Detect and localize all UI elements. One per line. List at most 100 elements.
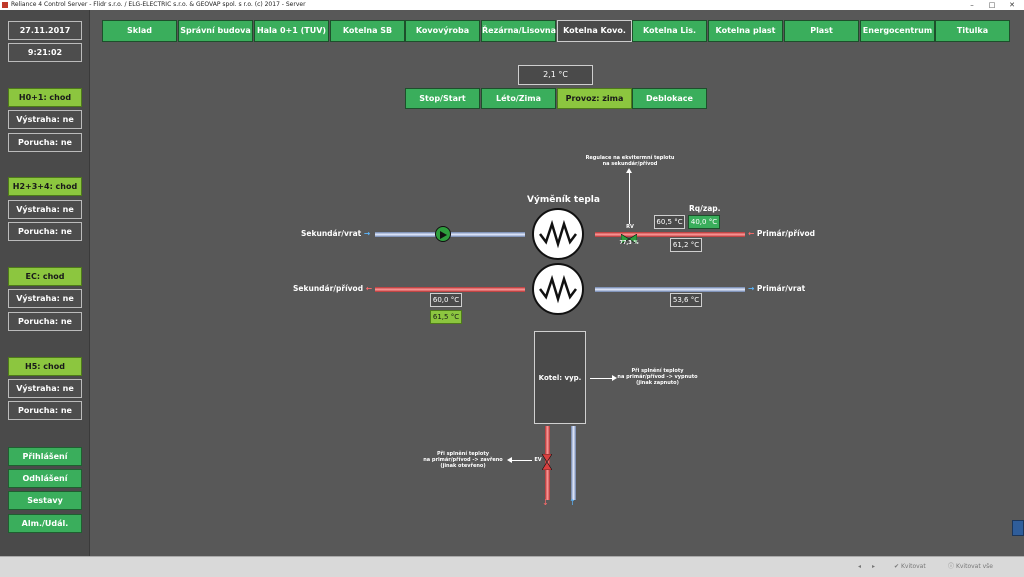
secondary-supply-text: Sekundár/přívod [293,284,364,293]
boiler-arrow-head [612,375,617,381]
tab-energocentrum[interactable]: Energocentrum [860,20,935,42]
secondary-supply-temp: 60,0 °C [430,293,462,307]
login-button[interactable]: Přihlášení [8,447,82,466]
date-display: 27.11.2017 [8,21,82,40]
status-h01[interactable]: H0+1: chod [8,88,82,107]
ev-arrow-head [507,457,512,463]
side-scroll-icon[interactable] [1012,520,1024,536]
tab-kotelna-lis[interactable]: Kotelna Lis. [632,20,707,42]
ev-note-line-3: (jinak otevřeno) [440,463,486,469]
tab-kotelna-sb[interactable]: Kotelna SB [330,20,405,42]
primary-return-label: → Primár/vrat [748,284,805,293]
tab-kotelna-plast[interactable]: Kotelna plast [708,20,783,42]
tab-kotelna-kovo[interactable]: Kotelna Kovo. [557,20,632,42]
warning-h234: Výstraha: ne [8,200,82,219]
stop-start-button[interactable]: Stop/Start [405,88,480,109]
boiler-return-pipe [571,426,576,500]
statusbar: ◂ ▸ ✔ Kvitovat ⓘ Kvitovat vše [0,556,1024,577]
primary-supply-pipe [595,232,745,237]
regulation-note: Regulace na ekvitermní teplotu na sekund… [575,155,685,167]
valve-rv-icon[interactable] [620,229,638,245]
rq-label: Rq/zap. [689,204,721,213]
primary-return-text: Primár/vrat [756,284,806,293]
secondary-return-text: Sekundár/vrat [301,229,362,238]
info-icon: ⓘ [948,563,955,570]
check-icon: ✔ [894,563,900,570]
window-titlebar: Reliance 4 Control Server - Flidr s.r.o.… [0,0,1024,10]
ev-note-line-2: na primár/přívod -> zavřeno [423,457,503,463]
tab-hala-01-tuv[interactable]: Hala 0+1 (TUV) [254,20,329,42]
time-display: 9:21:02 [8,43,82,62]
status-h5[interactable]: H5: chod [8,357,82,376]
summer-winter-button[interactable]: Léto/Zima [481,88,556,109]
primary-supply-temp-2: 61,2 °C [670,238,702,252]
tab-sklad[interactable]: Sklad [102,20,177,42]
ev-note: Při splnění teploty na primár/přívod -> … [418,451,508,469]
arrow-right-icon: → [363,229,371,238]
heat-exchanger-lower-icon [532,263,584,315]
primary-return-pipe [595,287,745,292]
primary-return-temp: 53,6 °C [670,293,702,307]
tab-spravni-budova[interactable]: Správní budova [178,20,253,42]
primary-supply-label: ← Primár/přívod [748,229,815,238]
acknowledge-all-button[interactable]: ⓘ Kvitovat vše [948,560,993,574]
tab-plast[interactable]: Plast [784,20,859,42]
alarms-events-button[interactable]: Alm./Udál. [8,514,82,533]
status-h234[interactable]: H2+3+4: chod [8,177,82,196]
exchanger-title: Výměník tepla [527,195,600,205]
boiler-status: Kotel: vyp. [538,374,582,382]
scroll-left-icon[interactable]: ◂ [858,563,862,570]
regulation-note-line-1: Regulace na ekvitermní teplotu [585,155,675,161]
warning-ec: Výstraha: ne [8,289,82,308]
close-icon[interactable]: ✕ [1009,1,1015,9]
primary-setpoint-temp[interactable]: 40,0 °C [688,215,720,229]
maximize-icon[interactable]: □ [988,1,996,9]
ev-arrow-line [512,460,532,461]
boiler-note-line-2: na primár/přívod -> vypnuto [617,374,698,380]
fault-h5: Porucha: ne [8,401,82,420]
valve-ev-icon[interactable] [541,453,553,471]
ev-note-line-1: Při splnění teploty [437,451,489,457]
boiler-note: Při splnění teploty na primár/přívod -> … [615,368,700,386]
warning-h01: Výstraha: ne [8,110,82,129]
scroll-right-icon[interactable]: ▸ [872,563,876,570]
boiler-note-line-1: Při splnění teploty [631,368,684,374]
secondary-supply-pipe [375,287,525,292]
arrow-down-icon: ↓ [542,498,549,507]
fault-h234: Porucha: ne [8,222,82,241]
valve-position: 77,3 % [619,240,639,246]
app-icon [2,2,8,8]
secondary-supply-setpoint[interactable]: 61,5 °C [430,310,462,324]
pump-icon[interactable] [435,226,451,242]
sidebar: 27.11.2017 9:21:02 H0+1: chod Výstraha: … [0,10,90,556]
status-ec[interactable]: EC: chod [8,267,82,286]
arrow-left-icon: ← [748,229,755,238]
tab-rezarna-lisovna[interactable]: Řezárna/Lisovna [481,20,556,42]
acknowledge-all-label: Kvitovat vše [955,563,993,570]
arrow-left-icon: ← [365,284,372,293]
tab-titulka[interactable]: Titulka [935,20,1010,42]
regulation-note-line-2: na sekundár/přívod [602,161,658,167]
primary-supply-text: Primár/přívod [756,229,816,238]
warning-h5: Výstraha: ne [8,379,82,398]
valve-rv-label: RV [626,224,634,230]
valve-ev-label: EV [534,457,542,463]
arrow-right-icon: → [748,284,755,293]
unblock-button[interactable]: Deblokace [632,88,707,109]
boiler-note-line-3: (jinak zapnuto) [636,380,679,386]
boiler[interactable]: Kotel: vyp. [534,331,586,424]
tab-kovovyroba[interactable]: Kovovýroba [405,20,480,42]
regulation-arrow-head [626,168,632,173]
boiler-arrow-line [590,378,612,379]
regulation-arrow-line [629,172,630,224]
primary-supply-temp: 60,5 °C [654,215,685,229]
arrow-up-icon: ↑ [569,498,576,507]
acknowledge-label: Kvitovat [900,563,926,570]
acknowledge-button[interactable]: ✔ Kvitovat [894,560,926,574]
operation-mode-button[interactable]: Provoz: zima [557,88,632,109]
reports-button[interactable]: Sestavy [8,491,82,510]
logout-button[interactable]: Odhlášení [8,469,82,488]
minimize-icon[interactable]: – [970,1,974,9]
window-title: Reliance 4 Control Server - Flidr s.r.o.… [11,1,306,8]
secondary-return-label: Sekundár/vrat → [301,229,370,238]
